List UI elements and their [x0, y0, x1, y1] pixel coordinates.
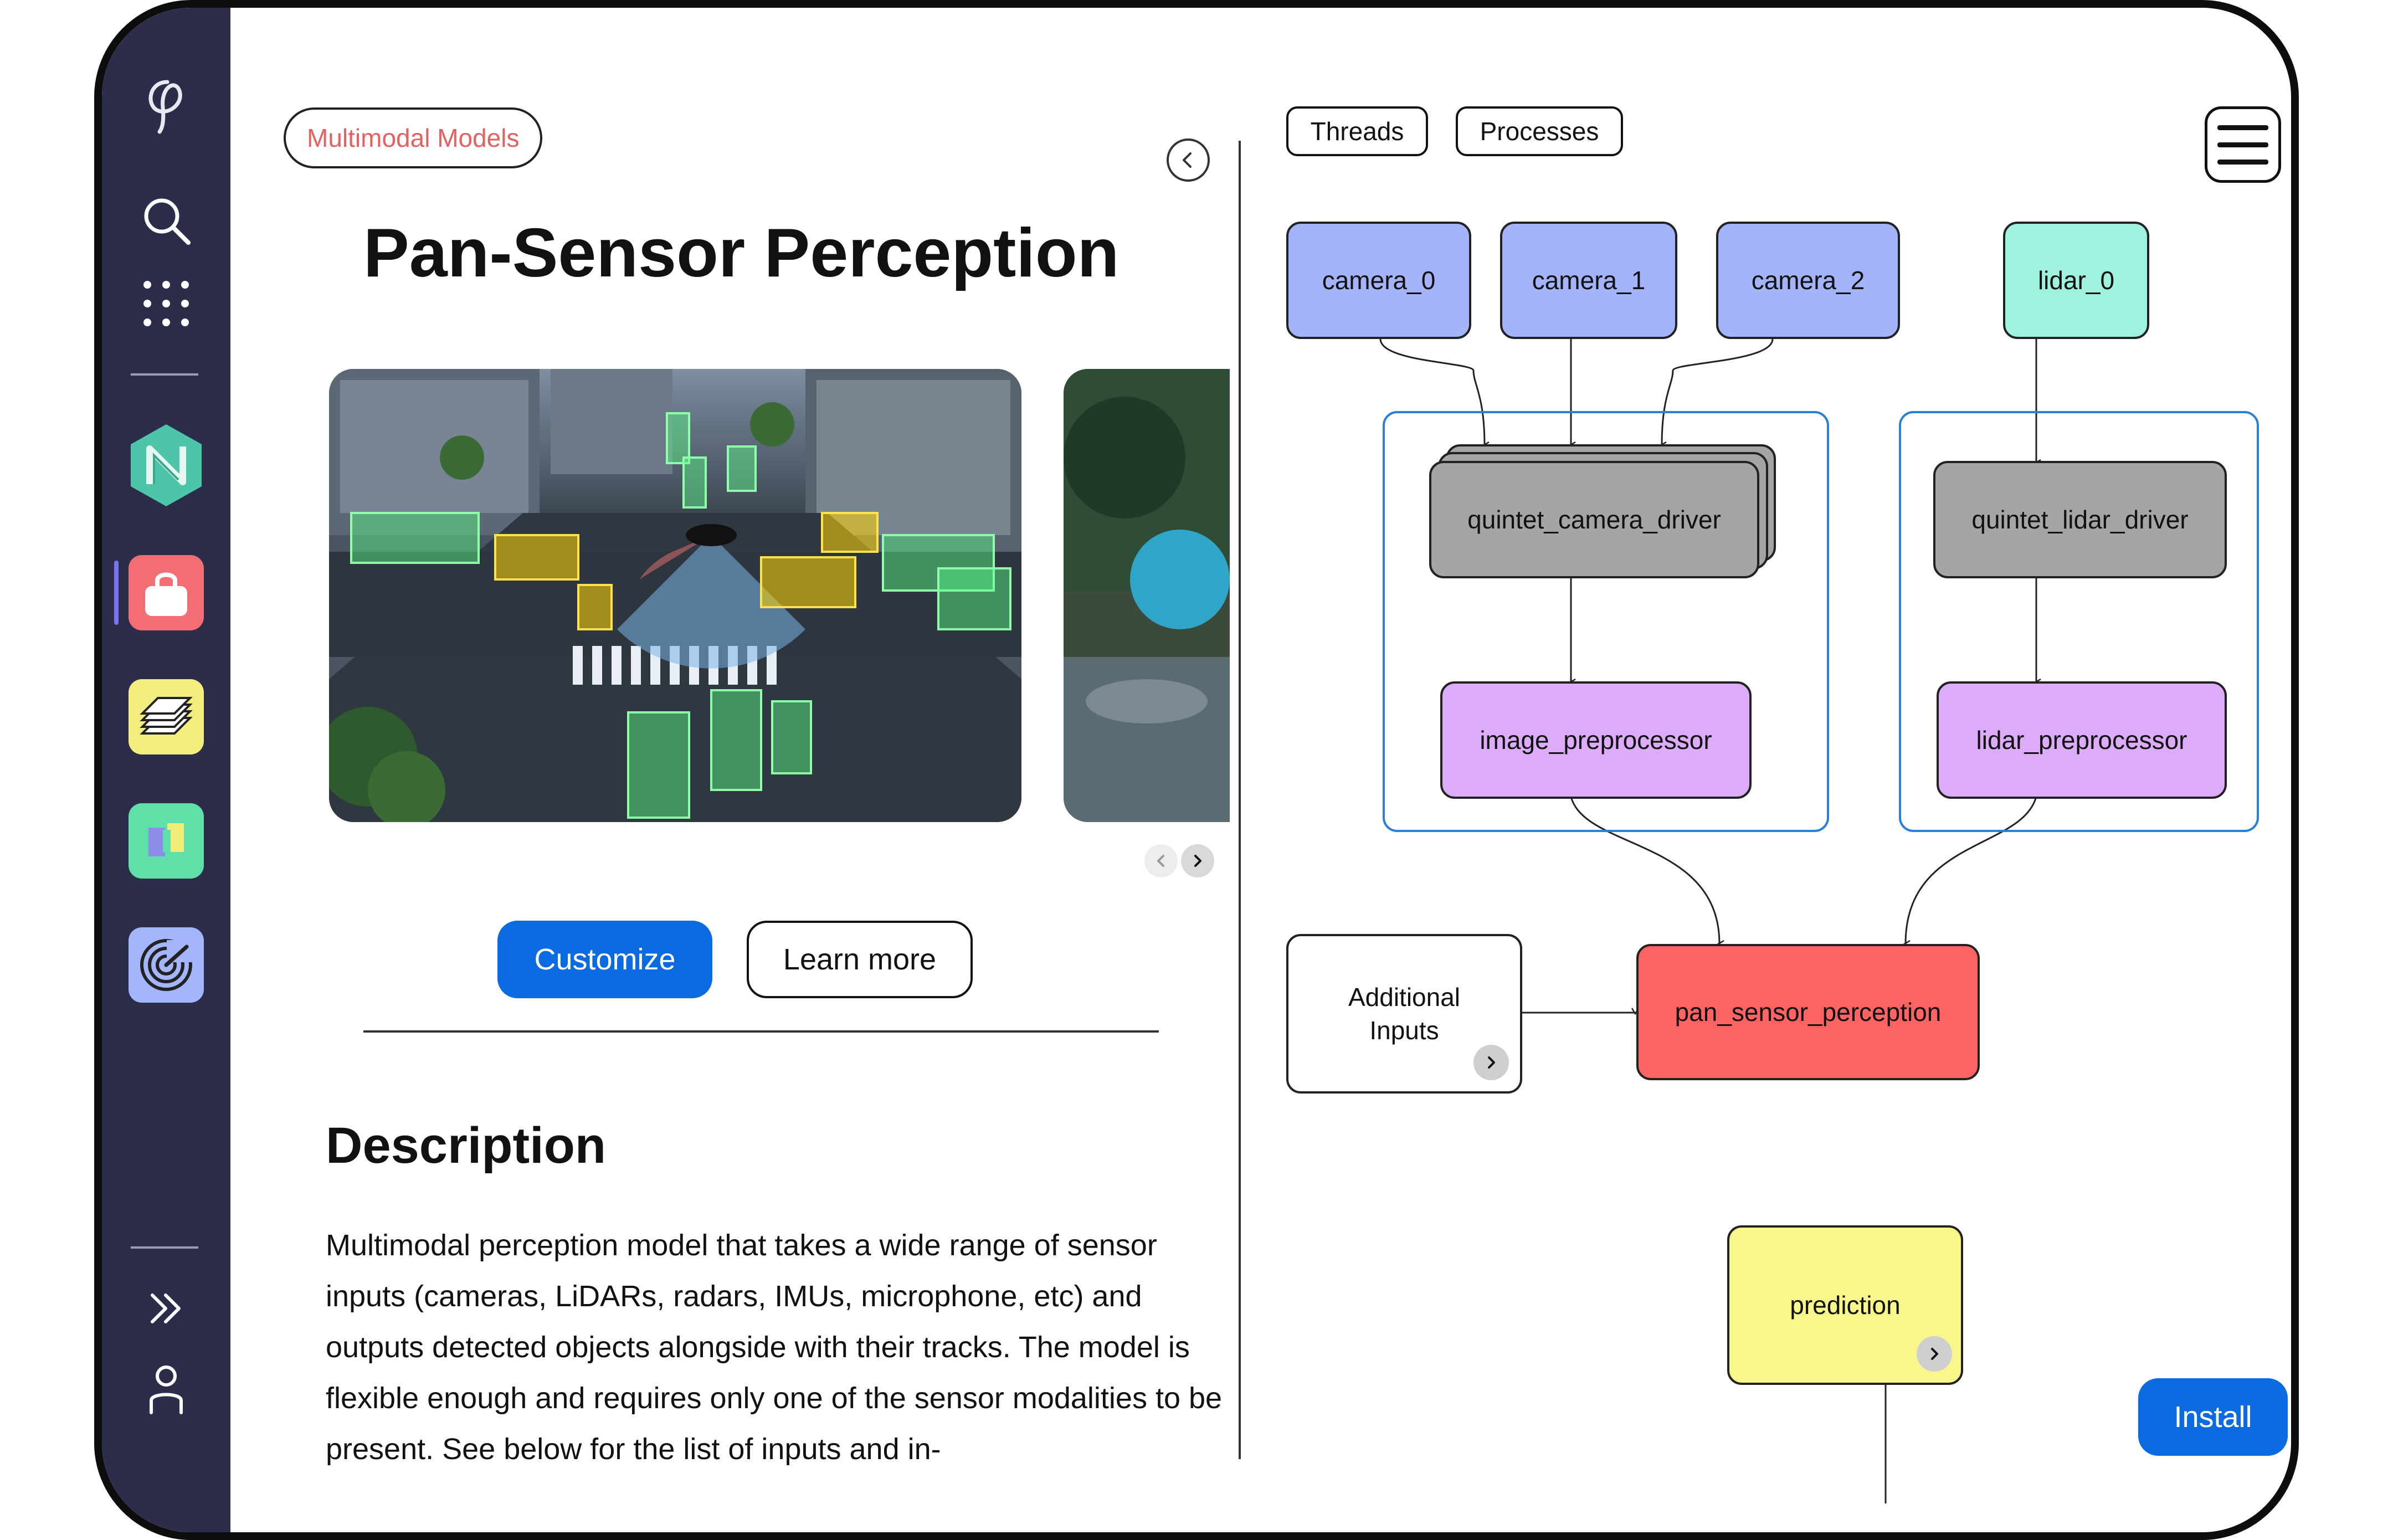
- split-icon[interactable]: [129, 803, 204, 879]
- customize-button[interactable]: Customize: [497, 921, 712, 998]
- pipeline-graph-panel: Threads Processes: [1241, 8, 2299, 1532]
- camera-process-group: [1383, 411, 1829, 832]
- node-pan-sensor-perception[interactable]: pan_sensor_perception: [1636, 944, 1980, 1080]
- chevron-left-icon: [1183, 152, 1192, 168]
- user-icon[interactable]: [147, 1364, 186, 1418]
- hamburger-menu-icon[interactable]: [2205, 106, 2281, 183]
- carousel-prev-button[interactable]: [1144, 844, 1178, 877]
- tab-processes[interactable]: Processes: [1456, 106, 1623, 156]
- node-lidar-0[interactable]: lidar_0: [2003, 222, 2149, 339]
- radar-icon[interactable]: [129, 927, 204, 1003]
- carousel-next-button[interactable]: [1181, 844, 1214, 877]
- node-lidar-driver[interactable]: quintet_lidar_driver: [1933, 461, 2227, 578]
- carousel-image-main[interactable]: [329, 369, 1021, 822]
- sidebar-divider-bottom: [131, 1246, 198, 1249]
- chevron-right-icon: [1194, 855, 1201, 867]
- category-tag[interactable]: Multimodal Models: [284, 107, 543, 168]
- carousel-image-next[interactable]: [1064, 369, 1230, 822]
- node-lidar-preprocessor[interactable]: lidar_preprocessor: [1937, 681, 2227, 799]
- node-camera-2[interactable]: camera_2: [1716, 222, 1900, 339]
- expand-icon[interactable]: [147, 1291, 186, 1329]
- carousel-nav: [1144, 844, 1214, 877]
- chevron-left-icon: [1157, 855, 1164, 867]
- search-icon[interactable]: [140, 194, 193, 250]
- additional-inputs-expand[interactable]: [1473, 1045, 1509, 1080]
- tab-threads[interactable]: Threads: [1286, 106, 1428, 156]
- section-divider: [363, 1030, 1159, 1033]
- page-title: Pan-Sensor Perception: [363, 215, 1120, 291]
- sidebar: [102, 8, 230, 1532]
- graph-edges: [1379, 338, 2299, 1503]
- model-detail-panel: Multimodal Models Pan-Sensor Perception: [230, 8, 1333, 1532]
- collapse-panel-button[interactable]: [1167, 138, 1210, 182]
- node-camera-1[interactable]: camera_1: [1500, 222, 1677, 339]
- node-image-preprocessor[interactable]: image_preprocessor: [1440, 681, 1752, 799]
- node-camera-0[interactable]: camera_0: [1286, 222, 1471, 339]
- panel-divider: [1239, 141, 1241, 1459]
- learn-more-button[interactable]: Learn more: [747, 921, 973, 998]
- chevron-right-icon: [1488, 1056, 1495, 1069]
- active-indicator: [114, 561, 119, 625]
- apps-grid-icon[interactable]: [140, 277, 193, 333]
- lidar-process-group: [1899, 411, 2259, 832]
- node-camera-driver[interactable]: quintet_camera_driver: [1429, 461, 1759, 578]
- description-heading: Description: [326, 1117, 607, 1174]
- bag-icon[interactable]: [129, 555, 204, 630]
- logo-icon[interactable]: [138, 74, 194, 138]
- nvidia-n-icon[interactable]: [127, 422, 205, 511]
- layers-icon[interactable]: [129, 679, 204, 754]
- device-frame: Multimodal Models Pan-Sensor Perception: [94, 0, 2299, 1540]
- chevron-right-icon: [1931, 1348, 1938, 1360]
- install-button[interactable]: Install: [2138, 1378, 2288, 1456]
- description-text: Multimodal perception model that takes a…: [326, 1229, 1223, 1466]
- sidebar-divider: [131, 373, 198, 376]
- prediction-expand[interactable]: [1917, 1336, 1952, 1372]
